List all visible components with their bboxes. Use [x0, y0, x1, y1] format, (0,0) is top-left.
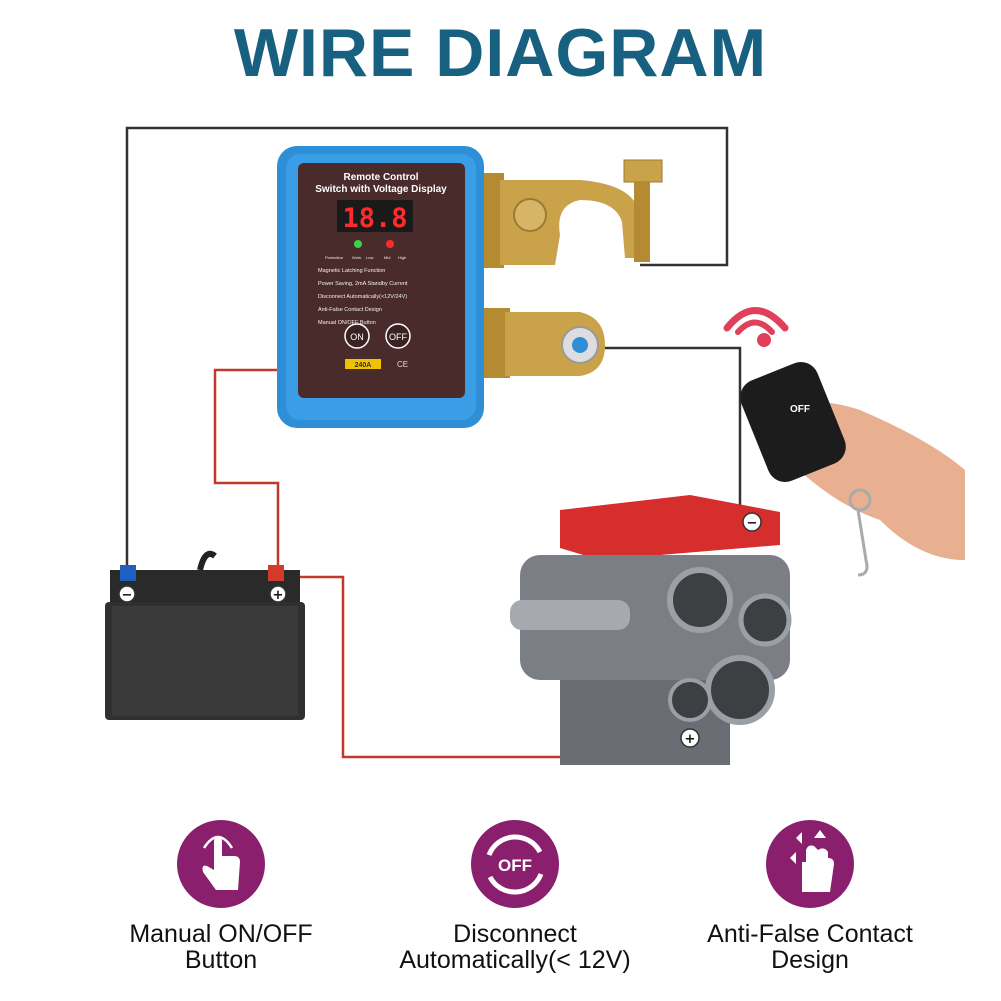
- engine-positive-terminal: [680, 728, 700, 748]
- indicator-label-4: Mid: [384, 255, 390, 260]
- negative-wire-engine: [600, 346, 752, 522]
- battery-disconnect-switch: Remote Control Switch with Voltage Displ…: [277, 146, 484, 428]
- indicator-label-1: Protection: [325, 255, 343, 260]
- rating-label: 240A: [355, 362, 372, 369]
- device-feature-3: Disconnect Automatically(<12V/24V): [318, 294, 407, 300]
- indicator-green-led: [354, 240, 362, 248]
- ce-mark: CE: [397, 360, 408, 369]
- battery-negative-symbol: −: [122, 588, 133, 603]
- engine-negative-terminal: [742, 512, 762, 532]
- feature-manual-line2: Button: [184, 946, 258, 974]
- feature-manual-label: Manual ON/OFF Button: [71, 921, 371, 973]
- engine-negative-symbol: −: [747, 516, 758, 531]
- device-heading-line2: Switch with Voltage Display: [315, 184, 447, 195]
- device-feature-4: Anti-False Contact Design: [318, 307, 382, 313]
- hand-touch-icon: [802, 845, 834, 892]
- remote-off-label: OFF: [790, 404, 810, 415]
- indicator-label-2: Work: [352, 255, 361, 260]
- device-on-label: ON: [350, 332, 364, 342]
- device-off-button[interactable]: [385, 323, 411, 349]
- device-feature-2: Power Saving, 2mA Standby Current: [318, 281, 408, 287]
- feature-icon-disconnect: OFF: [471, 820, 559, 908]
- negative-wire-top: [125, 126, 729, 575]
- positive-wire-switch: [213, 368, 280, 575]
- car-battery: − +: [105, 550, 305, 720]
- indicator-red-led: [386, 240, 394, 248]
- battery-negative-terminal: [118, 585, 136, 603]
- car-engine: − +: [510, 495, 792, 765]
- hand-with-remote: OFF: [740, 362, 965, 577]
- device-heading-line1: Remote Control: [344, 172, 419, 183]
- device-feature-1: Magnetic Latching Function: [318, 268, 385, 274]
- device-off-label: OFF: [389, 332, 407, 342]
- feature-icon-anti-false: [766, 820, 854, 908]
- off-icon-label: OFF: [498, 856, 532, 875]
- feature-anti-false-label: Anti-False Contact Design: [660, 921, 960, 973]
- feature-disconnect-line1: Disconnect: [453, 920, 577, 948]
- feature-icon-manual: [177, 820, 265, 908]
- feature-disconnect-label: Disconnect Automatically(< 12V): [365, 921, 665, 973]
- page-title: WIRE DIAGRAM: [233, 15, 768, 91]
- device-on-button[interactable]: [344, 323, 370, 349]
- hand-tap-icon: [202, 836, 240, 890]
- wireless-signal-icon: [723, 307, 789, 347]
- rating-badge: [345, 359, 381, 369]
- indicator-label-3: Low: [366, 255, 373, 260]
- feature-anti-false-line1: Anti-False Contact: [707, 920, 913, 948]
- output-terminal: [484, 308, 605, 378]
- voltage-display: 18.8: [342, 203, 407, 234]
- battery-clamp: [484, 159, 663, 268]
- engine-positive-symbol: +: [685, 732, 696, 747]
- positive-wire-engine: [285, 575, 690, 759]
- off-cycle-icon: [486, 834, 544, 895]
- feature-manual-line1: Manual ON/OFF: [129, 920, 313, 948]
- battery-positive-symbol: +: [273, 588, 284, 603]
- device-feature-5: Manual ON/OFF Button: [318, 320, 376, 326]
- battery-positive-terminal: [269, 585, 287, 603]
- indicator-label-5: High: [398, 255, 406, 260]
- feature-disconnect-line2: Automatically(< 12V): [399, 946, 631, 974]
- feature-anti-false-line2: Design: [771, 946, 849, 974]
